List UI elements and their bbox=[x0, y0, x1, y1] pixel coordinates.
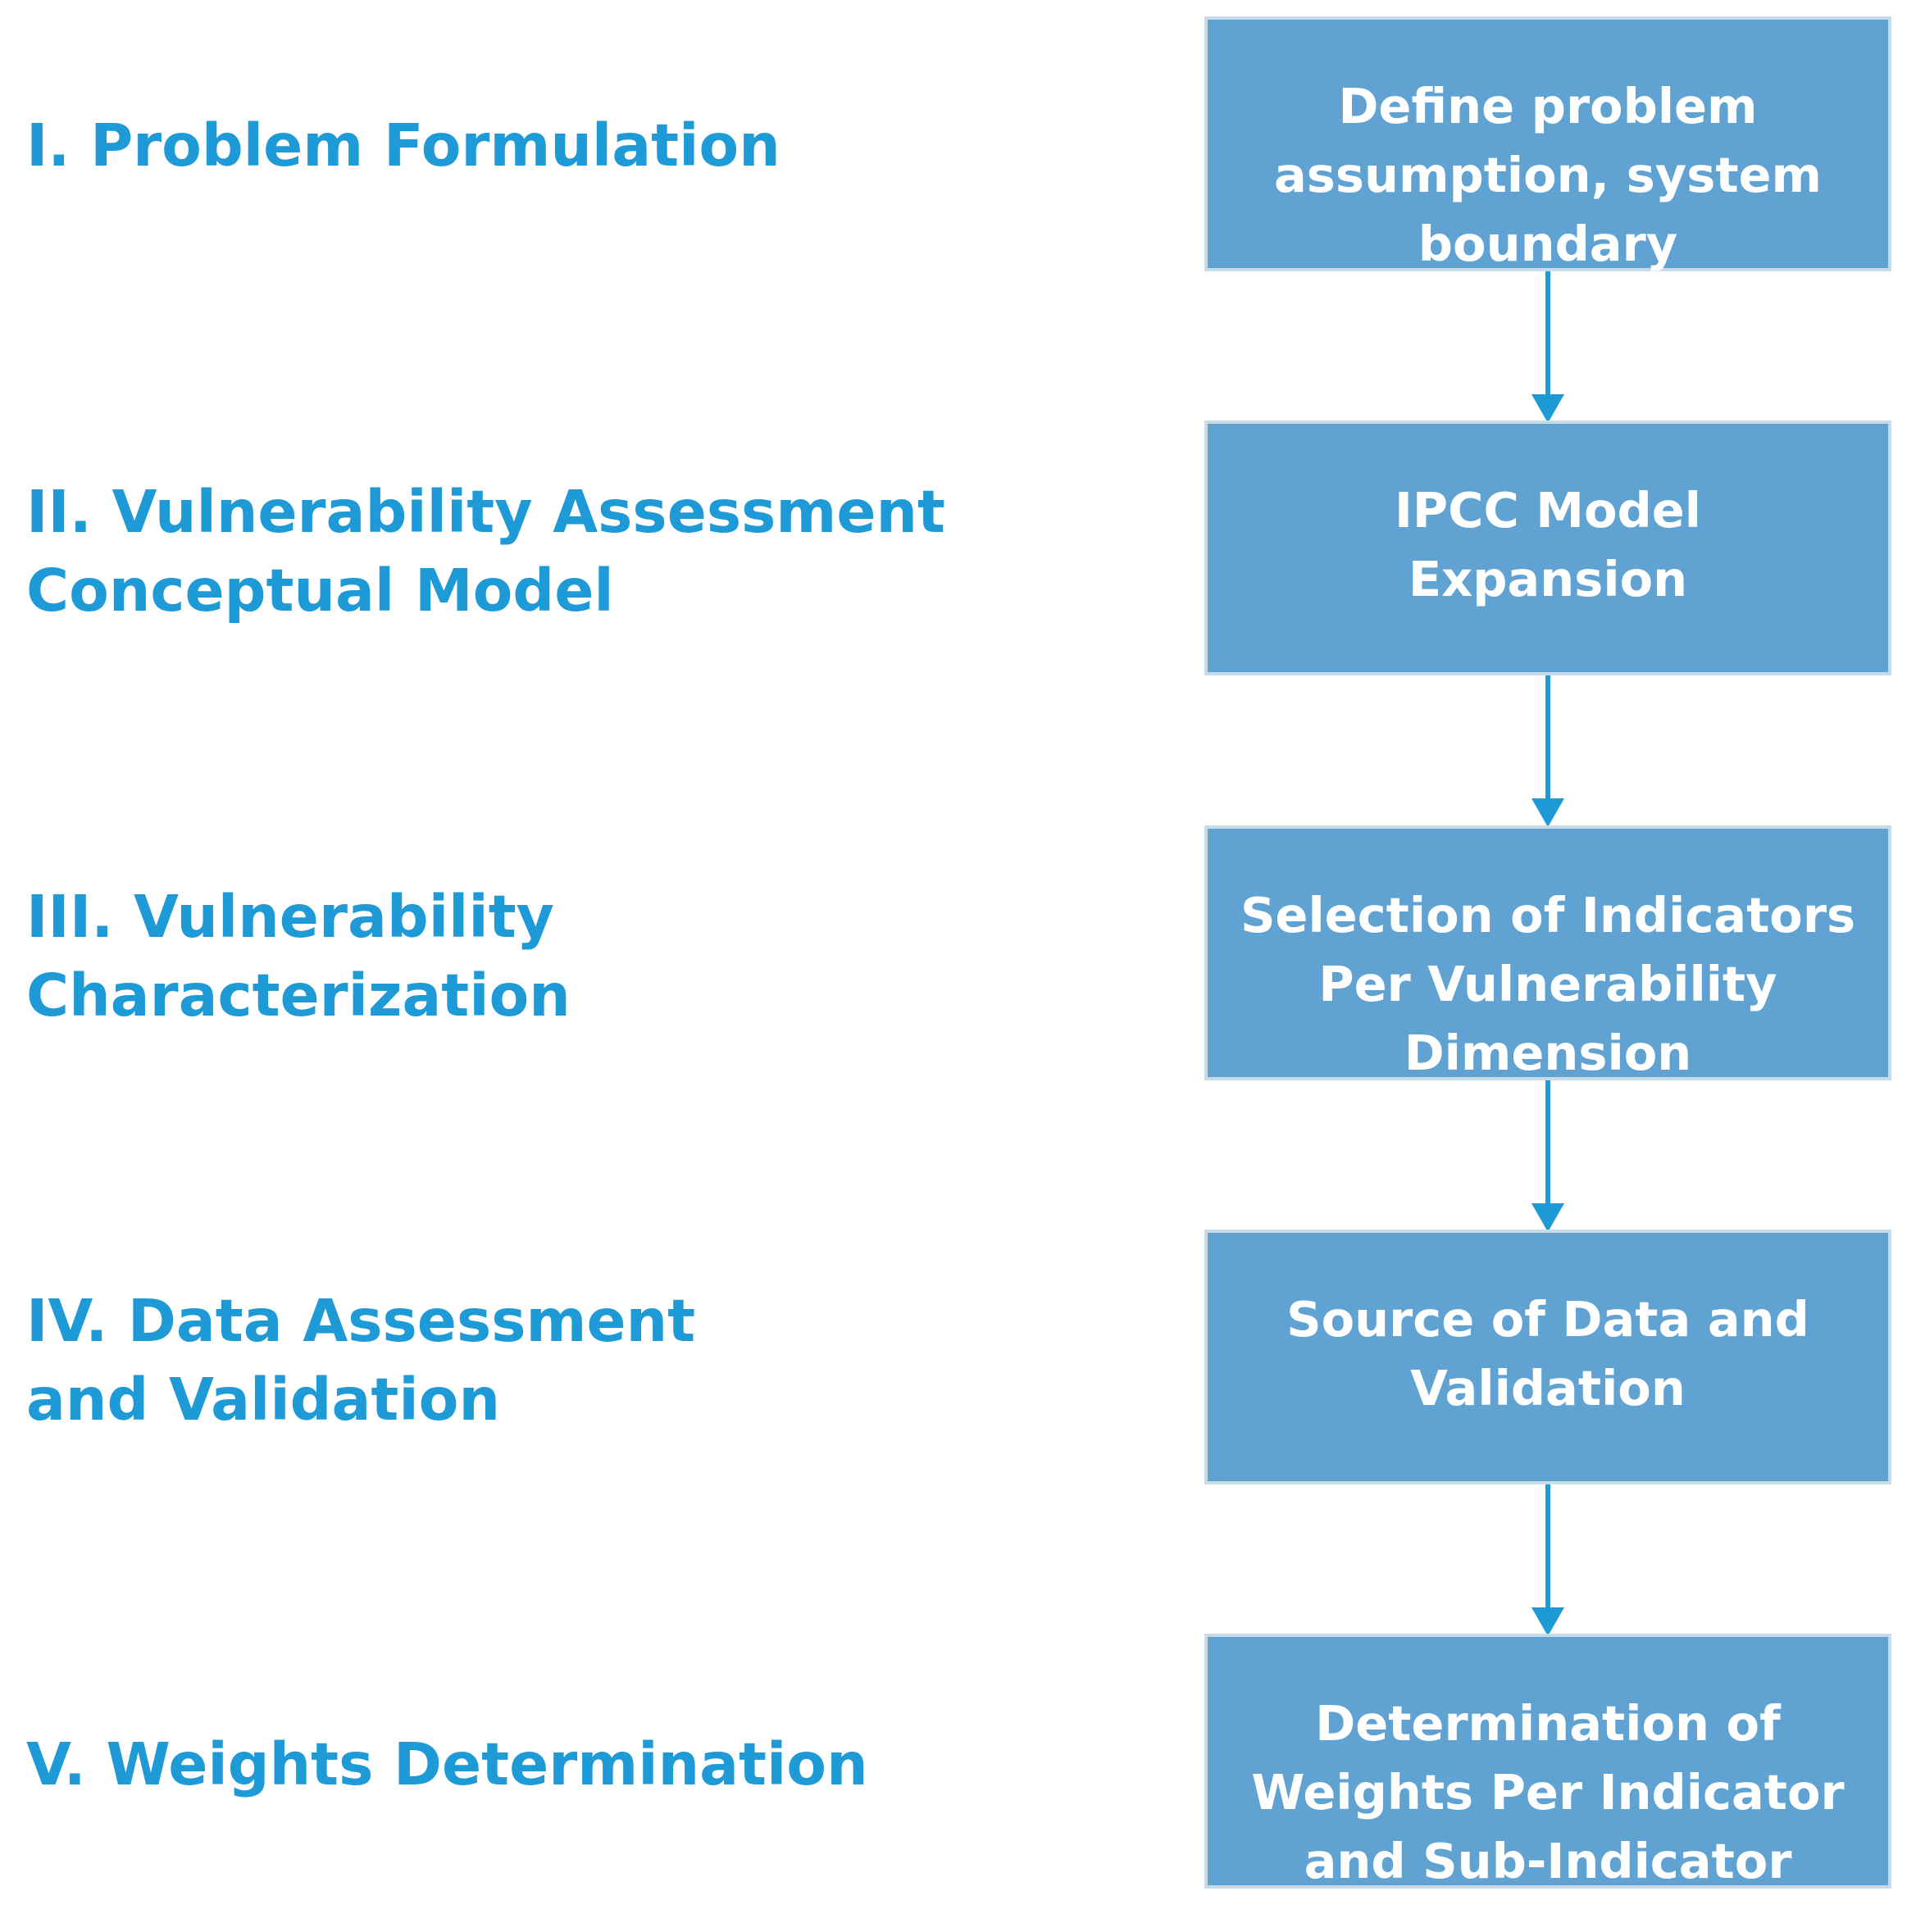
step-box-define-problem: Define problem assumption, system bounda… bbox=[1204, 16, 1891, 272]
stage-label-line: Conceptual Model bbox=[26, 557, 614, 625]
step-box-source-of-data: Source of Data and Validation bbox=[1204, 1230, 1891, 1484]
step-box-line: Validation bbox=[1410, 1360, 1686, 1416]
stage-label-characterization: III. Vulnerability Characterization bbox=[26, 878, 571, 1035]
step-box-line: assumption, system bbox=[1273, 147, 1823, 203]
stage-label-problem-formulation: I. Problem Formulation bbox=[26, 107, 781, 185]
step-box-line: and Sub-Indicator bbox=[1304, 1833, 1792, 1889]
step-box-text: IPCC Model Expansion bbox=[1395, 476, 1701, 672]
stage-label-weights-determination: V. Weights Determination bbox=[26, 1725, 868, 1804]
step-box-text: Define problem assumption, system bounda… bbox=[1273, 72, 1823, 272]
step-box-determination-of-weights: Determination of Weights Per Indicator a… bbox=[1204, 1634, 1891, 1889]
step-box-line: Per Vulnerability bbox=[1318, 956, 1777, 1012]
stage-label-line: V. Weights Determination bbox=[26, 1730, 868, 1798]
stage-label-line: I. Problem Formulation bbox=[26, 111, 781, 180]
arrow-connector-3 bbox=[1531, 1080, 1564, 1232]
step-box-line: IPCC Model bbox=[1394, 482, 1702, 539]
stage-label-data-assessment: IV. Data Assessment and Validation bbox=[26, 1282, 695, 1439]
arrow-connector-4 bbox=[1531, 1484, 1564, 1636]
step-box-selection-of-indicators: Selection of Indicators Per Vulnerabilit… bbox=[1204, 825, 1891, 1081]
stage-label-line: IV. Data Assessment bbox=[26, 1287, 696, 1355]
step-box-line: Define problem bbox=[1338, 78, 1758, 134]
arrow-connector-1 bbox=[1531, 271, 1564, 423]
stage-label-conceptual-model: II. Vulnerability Assessment Conceptual … bbox=[26, 473, 945, 630]
step-box-ipcc-model: IPCC Model Expansion bbox=[1204, 420, 1891, 675]
stage-label-line: and Validation bbox=[26, 1366, 500, 1434]
step-box-text: Selection of Indicators Per Vulnerabilit… bbox=[1240, 881, 1856, 1081]
step-box-text: Source of Data and Validation bbox=[1286, 1285, 1809, 1481]
stage-label-line: II. Vulnerability Assessment bbox=[26, 478, 945, 546]
step-box-line: Expansion bbox=[1408, 551, 1688, 607]
step-box-text: Determination of Weights Per Indicator a… bbox=[1251, 1689, 1845, 1889]
step-box-line: Selection of Indicators bbox=[1240, 887, 1856, 943]
step-box-line: Dimension bbox=[1404, 1025, 1692, 1081]
stage-label-line: III. Vulnerability bbox=[26, 883, 554, 951]
arrow-connector-2 bbox=[1531, 675, 1564, 827]
step-box-line: Source of Data and bbox=[1286, 1291, 1809, 1348]
step-box-line: Weights Per Indicator bbox=[1251, 1764, 1845, 1821]
step-box-line: Determination of bbox=[1315, 1695, 1781, 1752]
step-box-line: boundary bbox=[1418, 216, 1678, 272]
stage-label-line: Characterization bbox=[26, 961, 571, 1030]
